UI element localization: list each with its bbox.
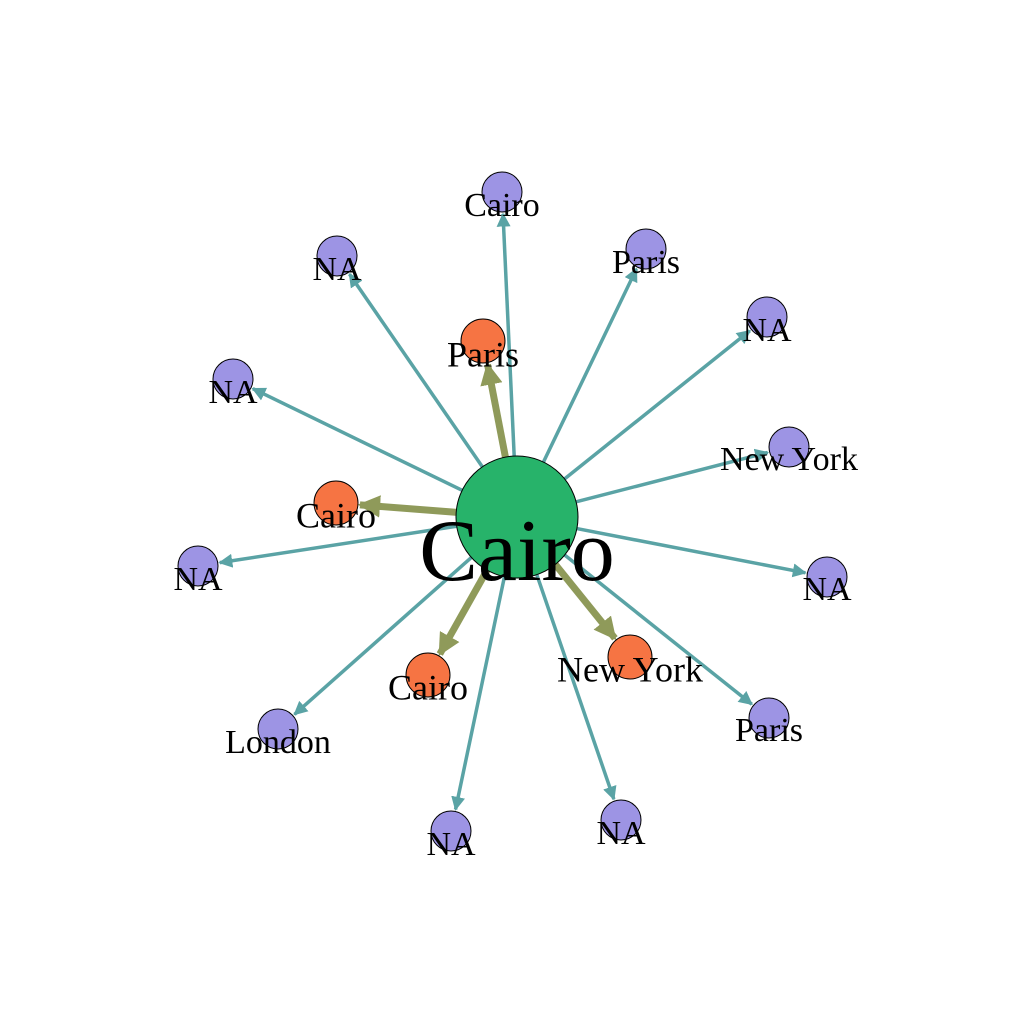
label-center: Cairo [419,503,615,600]
edge-outer-new-york [571,448,770,505]
edge-outer-na-right [572,526,807,578]
node-outer-na-bottom-right [600,799,642,841]
node-outer-london [257,708,299,750]
label-outer-na-bottom: NA [426,826,476,863]
node-outer-na-right [806,556,848,598]
edges-layer [218,212,807,811]
label-outer-paris-top: Paris [612,244,680,281]
edge-outer-na-bottom-right [533,570,617,801]
edge-inner-new-york [550,559,618,641]
edge-inner-cairo-bottom [436,564,493,657]
node-inner-cairo-bottom [405,652,451,698]
edge-outer-na-upper-left [251,387,467,494]
label-outer-na-upper-right: NA [742,312,792,349]
edge-outer-na-top-left [348,272,487,472]
label-outer-na-upper-left: NA [208,374,258,411]
edge-outer-na-bottom [451,572,507,811]
label-inner-cairo-bottom: Cairo [388,667,468,707]
label-outer-na-bottom-right: NA [596,815,646,852]
node-outer-na-upper-right [746,296,788,338]
node-outer-na-bottom [430,810,472,852]
nodes-layer [177,171,848,852]
edge-outer-paris-top [540,267,639,467]
label-inner-paris: Paris [447,334,519,374]
label-outer-na-right: NA [802,571,852,608]
node-inner-paris [460,318,506,364]
node-center [455,455,579,579]
label-outer-new-york: New York [720,441,858,478]
node-outer-new-york [768,426,810,468]
node-outer-na-upper-left [212,358,254,400]
edge-inner-cairo-left [357,495,461,518]
label-outer-na-top-left: NA [312,251,362,288]
label-inner-new-york: New York [557,649,703,689]
edge-outer-cairo-top [496,212,517,461]
node-outer-na-top-left [316,235,358,277]
node-outer-paris-top [625,228,667,270]
label-outer-cairo-top: Cairo [464,187,540,224]
edge-outer-paris-lower-right [560,551,753,706]
edge-outer-na-upper-right [560,329,751,483]
edge-outer-london [293,553,476,716]
label-inner-cairo-left: Cairo [296,495,376,535]
label-outer-london: London [225,724,331,761]
node-inner-new-york [607,634,653,680]
node-inner-cairo-left [313,480,359,526]
node-outer-na-left [177,545,219,587]
edge-outer-na-left [218,523,461,568]
label-outer-paris-lower-right: Paris [735,712,803,749]
node-outer-cairo-top [481,171,523,213]
node-outer-paris-lower-right [748,697,790,739]
label-outer-na-left: NA [173,561,223,598]
edge-inner-paris [480,362,510,462]
